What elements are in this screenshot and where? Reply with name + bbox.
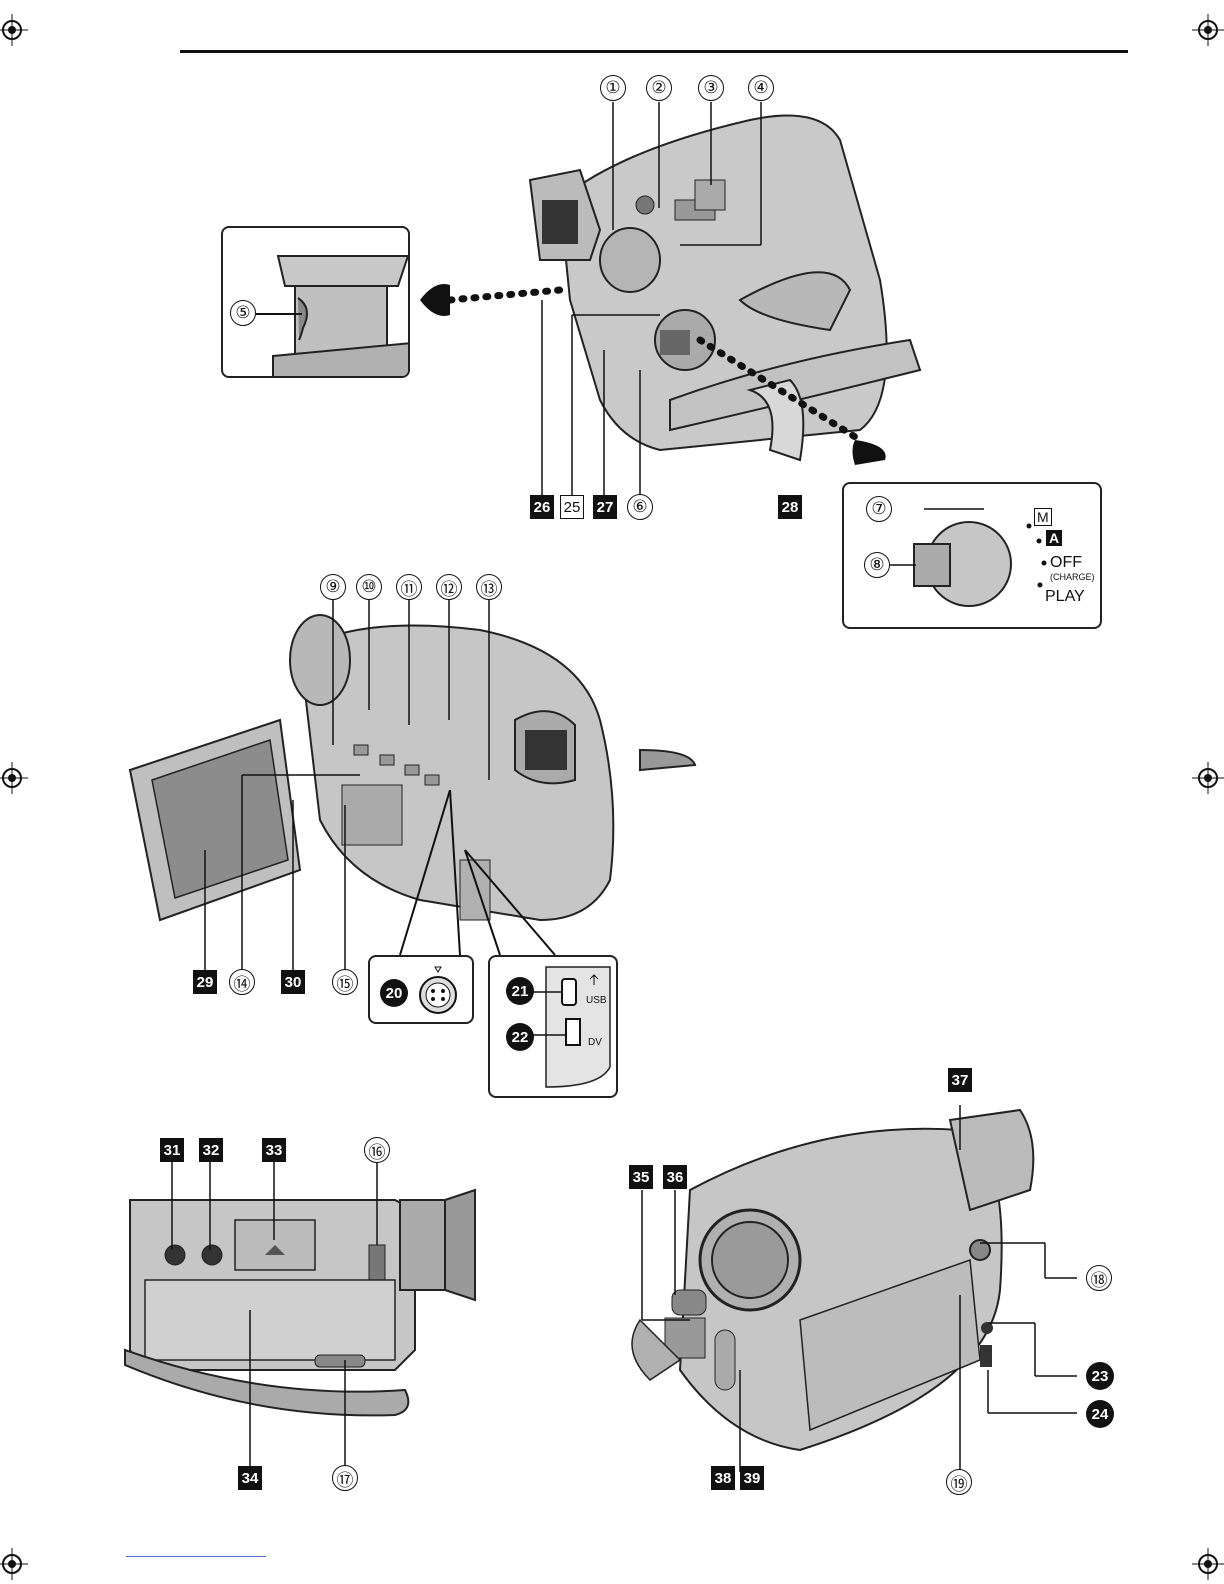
dv-label: DV [588,1037,602,1048]
callout-19: ⑲ [946,1469,972,1495]
footer-link-line [126,1556,266,1557]
callout-13: ⑬ [476,574,502,600]
callout-32: 32 [199,1138,223,1162]
registration-mark-bottom-left [0,1548,28,1580]
callout-26: 26 [530,495,554,519]
callout-15: ⑮ [332,969,358,995]
registration-mark-mid-right [1192,762,1224,794]
mode-dial-inset: ⑦ ⑧ M A OFF (CHARGE) PLAY [842,482,1102,629]
callout-11: ⑪ [396,574,422,600]
callout-28: 28 [778,495,802,519]
callout-17: ⑰ [332,1465,358,1491]
callout-9: ⑨ [320,574,346,600]
callout-7: ⑦ [866,496,892,522]
usb-label: USB [586,995,607,1006]
registration-mark-top-left [0,14,28,46]
callout-12: ⑫ [436,574,462,600]
usb-dv-inset: 21 22 USB DV [488,955,618,1098]
mode-a-label: A [1046,530,1062,546]
callout-16: ⑯ [364,1137,390,1163]
header-rule [180,50,1128,53]
callout-23: 23 [1086,1362,1114,1390]
callout-8: ⑧ [864,552,890,578]
callout-30: 30 [281,970,305,994]
callout-20: 20 [380,979,408,1007]
mode-off-label: OFF [1050,554,1082,572]
callout-25: 25 [560,495,584,519]
callout-5-leader [256,313,302,315]
callout-31: 31 [160,1138,184,1162]
leader-lines-front [630,1080,1110,1500]
s-video-inset: 20 [368,955,474,1024]
callout-18: ⑱ [1086,1265,1112,1291]
callout-27: 27 [593,495,617,519]
callout-2: ② [646,75,672,101]
callout-3: ③ [698,75,724,101]
callout-24: 24 [1086,1400,1114,1428]
leader-lines-bottom [160,1160,390,1480]
connector-pointer-lines [380,780,580,960]
mode-play-label: PLAY [1045,588,1085,606]
mode-m-label: M [1034,508,1052,526]
callout-1: ① [600,75,626,101]
callout-38: 38 [711,1466,735,1490]
callout-6: ⑥ [627,494,653,520]
callout-21: 21 [506,977,534,1005]
callout-14: ⑭ [229,969,255,995]
callout-29: 29 [193,970,217,994]
callout-22: 22 [506,1023,534,1051]
leader-lines-top [540,100,780,520]
callout-33: 33 [262,1138,286,1162]
callout-36: 36 [663,1165,687,1189]
callout-34: 34 [238,1466,262,1490]
callout-5: ⑤ [230,300,256,326]
registration-mark-top-right [1192,14,1224,46]
callout-10: ⑩ [356,574,382,600]
mode-charge-label: (CHARGE) [1050,572,1095,582]
registration-mark-bottom-right [1192,1548,1224,1580]
callout-37: 37 [948,1068,972,1092]
callout-4: ④ [748,75,774,101]
registration-mark-mid-left [0,762,28,794]
callout-35: 35 [629,1165,653,1189]
callout-39: 39 [740,1466,764,1490]
